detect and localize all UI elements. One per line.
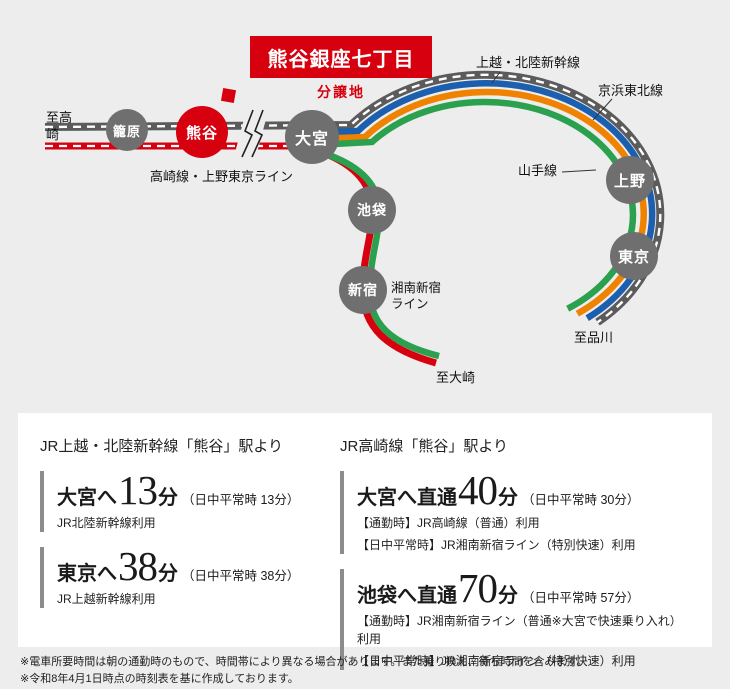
site-marker: [220, 87, 237, 104]
line-used-daytime: 【日中平常時】JR湘南新宿ライン（特別快速）利用: [357, 654, 636, 668]
keihin-label-leader: [592, 98, 613, 121]
line-break-zigzag: [251, 109, 264, 158]
line-break-zigzag: [241, 109, 254, 158]
line-used: JR上越新幹線利用: [57, 592, 156, 606]
joetsu-hokuriku-shinkansen-label: 上越・北陸新幹線: [476, 55, 581, 70]
daytime-note: （日中平常時 30分）: [522, 493, 640, 507]
daytime-note: （日中平常時 38分）: [182, 569, 300, 583]
station-tokyo: 東京: [610, 232, 658, 280]
shinkansen-column-header: JR上越・北陸新幹線「熊谷」駅より: [40, 438, 284, 455]
minutes-unit: 分: [158, 563, 178, 585]
footnote-travel-time: ※電車所要時間は朝の通勤時のもので、時間帯により異なる場合があります。また乗り換…: [20, 656, 588, 668]
line-used-commute: 【通勤時】JR湘南新宿ライン（普通※大宮で快速乗り入れ）利用: [357, 614, 682, 646]
station-ikebukuro: 池袋: [348, 186, 396, 234]
travel-minutes: 40: [458, 467, 498, 513]
route-map: 上越・北陸新幹線 京浜東北線 山手線 高崎線・上野東京ライン 湘南新宿ライン 至…: [44, 36, 665, 385]
minutes-unit: 分: [498, 487, 518, 509]
line-used: JR北陸新幹線利用: [57, 516, 156, 530]
minutes-unit: 分: [498, 585, 518, 607]
to-shinagawa-label: 至品川: [574, 330, 614, 345]
shonan-shinjuku-label: 湘南新宿ライン: [391, 281, 442, 312]
destination-label: 大宮へ: [57, 487, 117, 509]
station-kumagaya: 熊谷: [176, 106, 228, 158]
takasaki-ueno-tokyo-label: 高崎線・上野東京ライン: [150, 169, 294, 184]
travel-minutes: 38: [118, 543, 158, 589]
site-callout-box: 熊谷銀座七丁目: [250, 36, 432, 78]
yamanote-label: 山手線: [518, 163, 558, 178]
footnote-timetable-date: ※令和8年4月1日時点の時刻表を基に作成しております。: [20, 672, 299, 685]
shinkansen-label-leader: [491, 71, 501, 84]
destination-label: 東京へ: [57, 563, 117, 585]
station-omiya: 大宮: [285, 110, 339, 164]
station-ueno: 上野: [606, 156, 654, 204]
station-shinjuku: 新宿: [339, 266, 387, 314]
keihin-tohoku-label: 京浜東北線: [598, 83, 664, 98]
daytime-note: （日中平常時 57分）: [522, 591, 640, 605]
daytime-note: （日中平常時 13分）: [182, 493, 300, 507]
line-used-commute: 【通勤時】JR高崎線（普通）利用: [357, 516, 540, 530]
shinkansen-white-dash: [44, 73, 662, 324]
line-used-daytime: 【日中平常時】JR湘南新宿ライン（特別快速）利用: [357, 538, 636, 552]
travel-minutes: 13: [118, 467, 158, 513]
footnotes: ※電車所要時間は朝の通勤時のもので、時間帯により異なる場合があります。また乗り換…: [20, 654, 587, 687]
to-takasaki-label: 至高崎: [46, 110, 73, 142]
destination-label: 池袋へ直通: [357, 585, 457, 607]
to-osaki-label: 至大崎: [436, 370, 476, 385]
yamanote-label-leader: [561, 169, 597, 173]
takasaki-column-header: JR高崎線「熊谷」駅より: [340, 438, 509, 455]
station-kagohara: 籠原: [106, 109, 148, 151]
destination-label: 大宮へ直通: [357, 487, 457, 509]
site-callout-subtitle: 分譲地: [317, 84, 365, 100]
shonan-shinjuku-green-line: [321, 149, 440, 360]
travel-minutes: 70: [458, 565, 498, 611]
minutes-unit: 分: [158, 487, 178, 509]
